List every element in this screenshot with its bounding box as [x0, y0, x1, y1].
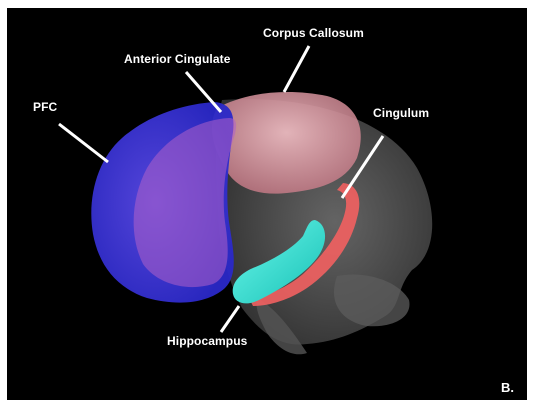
corpus-callosum-leader-line — [284, 46, 309, 92]
brain-rendering — [7, 8, 527, 400]
panel-letter: B. — [501, 380, 514, 395]
pfc-label: PFC — [33, 100, 57, 114]
pfc-leader-line — [59, 124, 108, 162]
anterior-cingulate-label: Anterior Cingulate — [124, 52, 230, 66]
hippocampus-leader-line — [221, 306, 239, 332]
corpus-callosum-label: Corpus Callosum — [263, 26, 364, 40]
corpus-callosum-shape — [212, 92, 361, 194]
figure-panel: Corpus Callosum Anterior Cingulate PFC C… — [7, 8, 527, 400]
hippocampus-label: Hippocampus — [167, 334, 247, 348]
cingulum-label: Cingulum — [373, 106, 429, 120]
